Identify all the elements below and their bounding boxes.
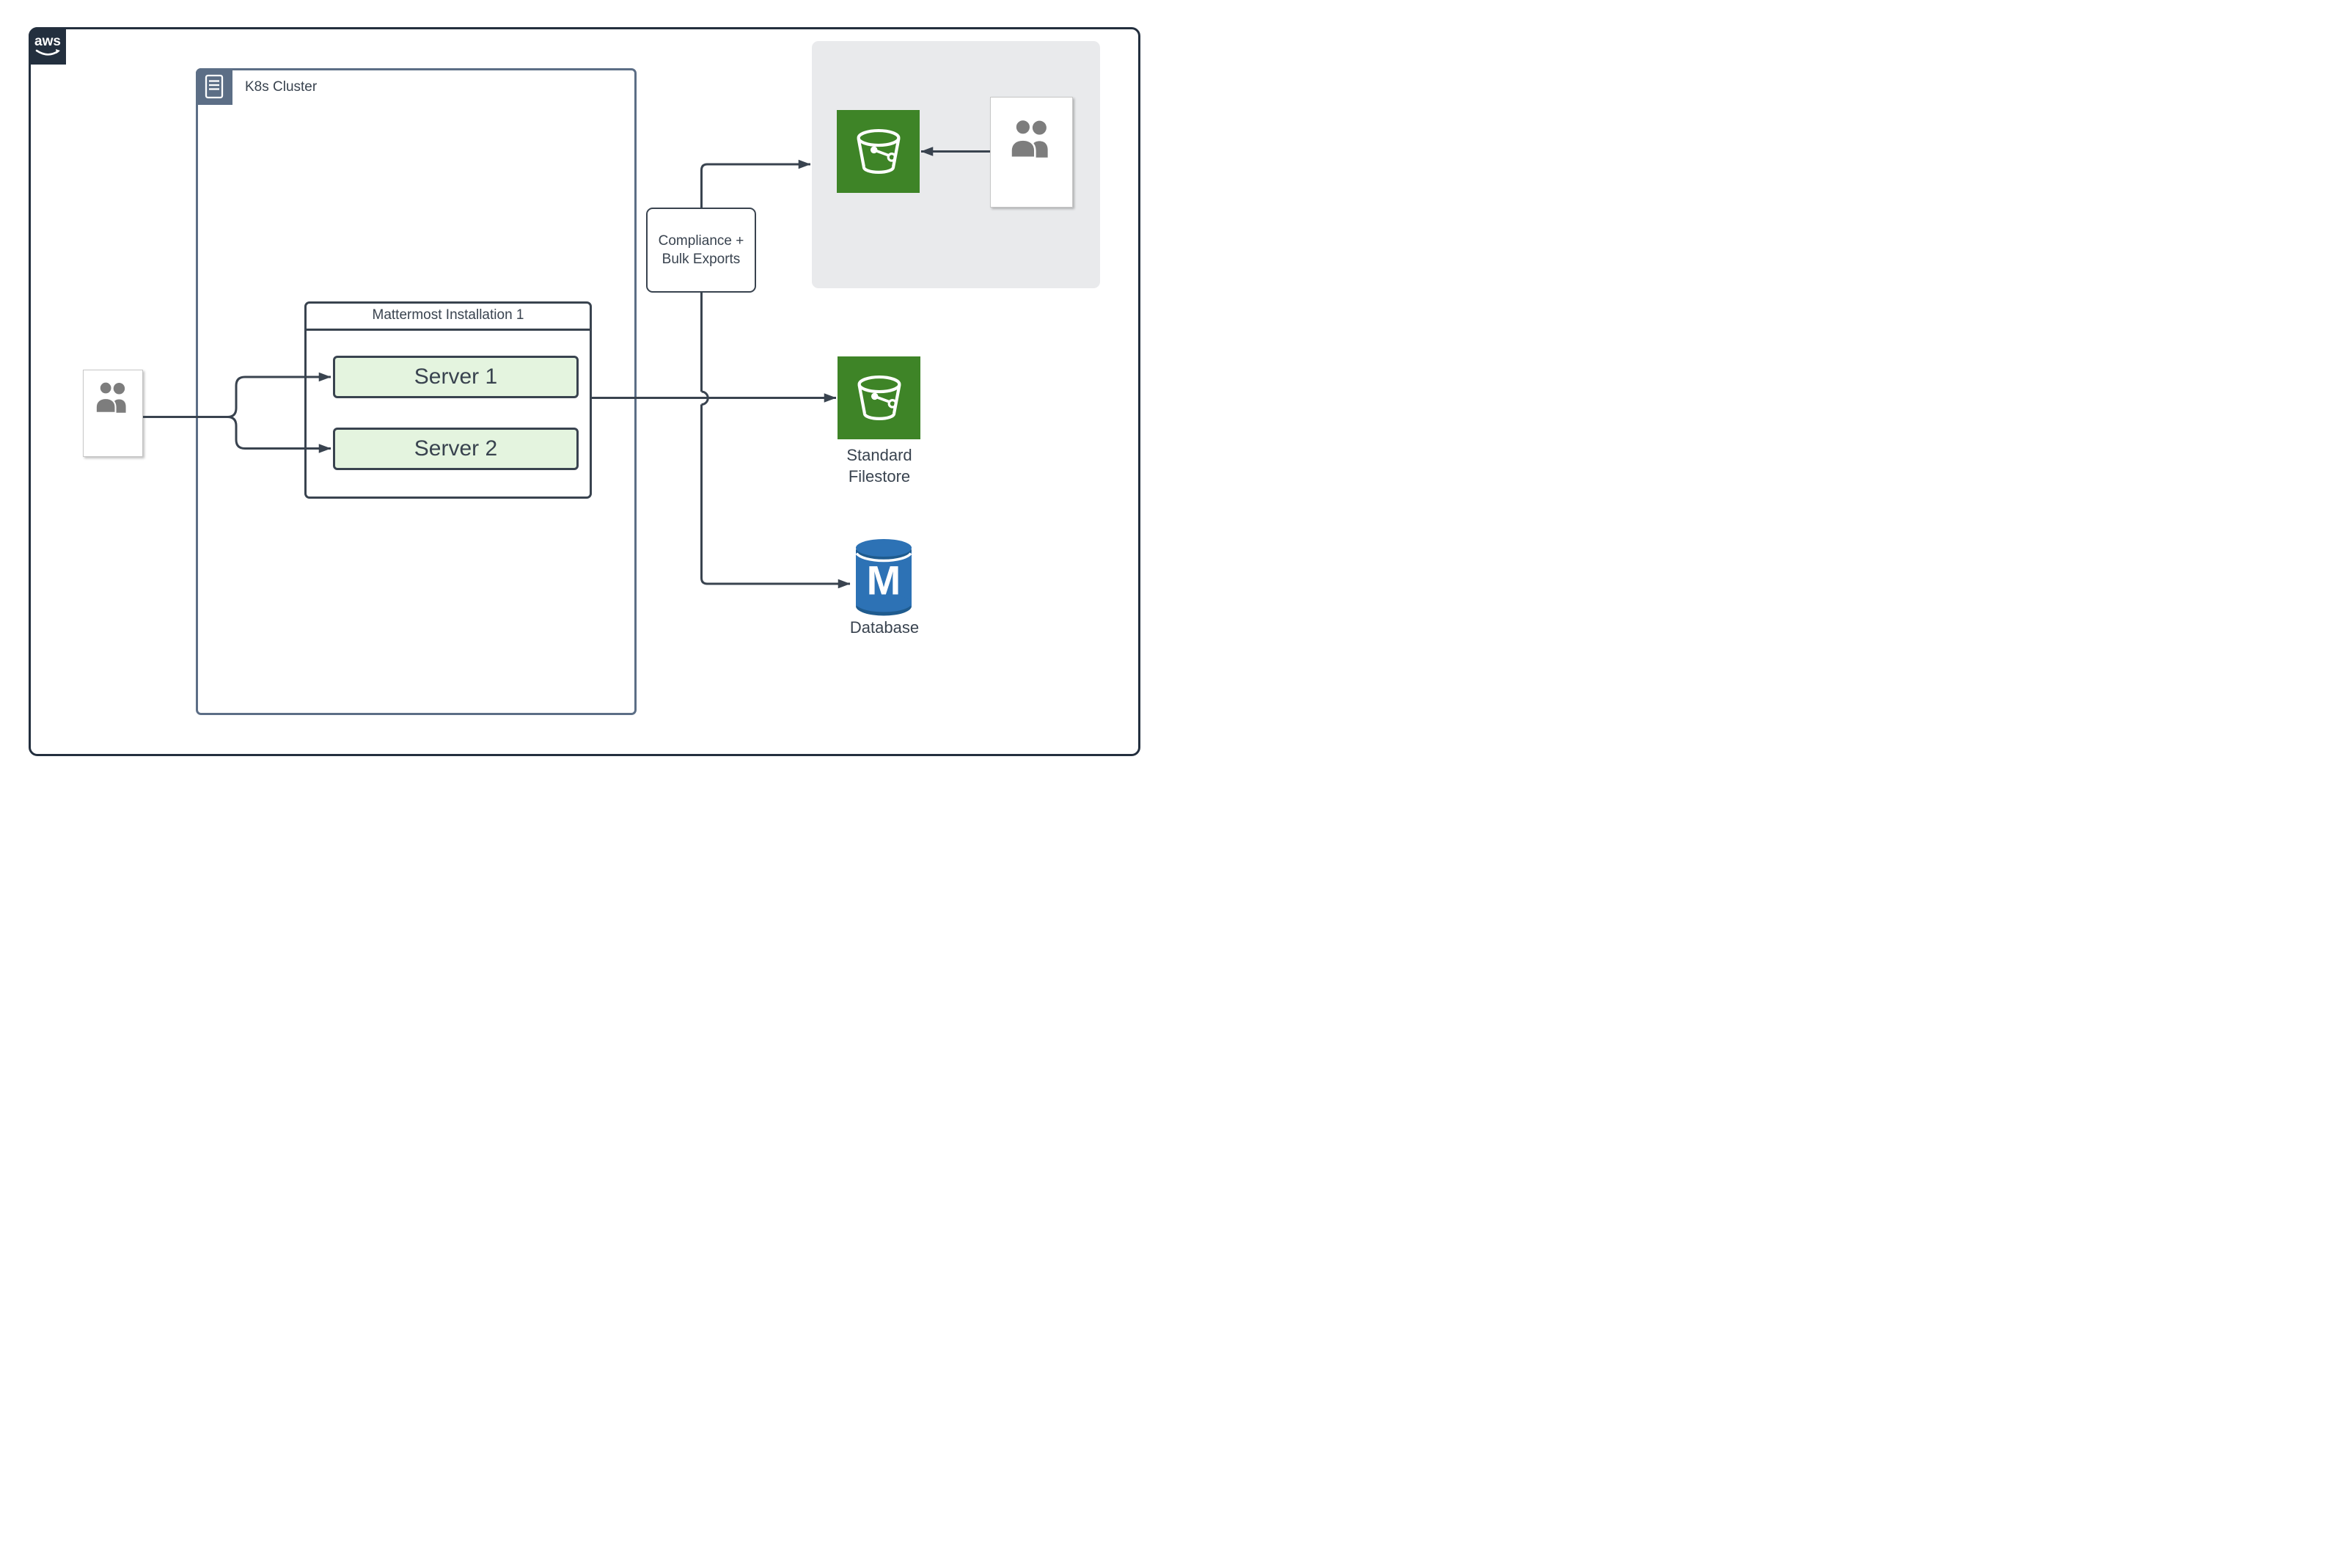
s3-bucket-icon [857, 375, 901, 420]
aws-cloud-boundary [29, 27, 1140, 756]
dedicated-export-bucket-node [837, 110, 920, 193]
k8s-cluster-label: K8s Cluster [245, 79, 318, 95]
server-rack-icon [205, 74, 224, 99]
aws-wordmark: aws [34, 34, 61, 49]
svg-text:M: M [867, 557, 901, 604]
database-cylinder-icon: M [855, 539, 912, 616]
database-node: M [851, 535, 916, 619]
mattermost-installation-title: Mattermost Installation 1 [304, 301, 592, 331]
diagram-canvas: aws K8s Cluster Users Mattermost Install… [0, 0, 1169, 784]
users-node [83, 370, 143, 457]
workspace-admins-node [990, 97, 1073, 208]
standard-filestore-label: Standard Filestore [846, 446, 912, 486]
server-1-node: Server 1 [333, 356, 579, 398]
database-label: Database [849, 618, 920, 637]
aws-logo-icon: aws [34, 34, 61, 56]
compliance-bulk-exports-node: Compliance + Bulk Exports [646, 208, 756, 293]
s3-bucket-icon [857, 128, 900, 174]
users-icon [95, 381, 126, 413]
k8s-cluster-badge [196, 68, 232, 105]
aws-logo: aws [29, 27, 66, 65]
workspace-admins-icon [1009, 118, 1048, 158]
standard-filestore-node [838, 356, 920, 439]
server-2-node: Server 2 [333, 428, 579, 470]
